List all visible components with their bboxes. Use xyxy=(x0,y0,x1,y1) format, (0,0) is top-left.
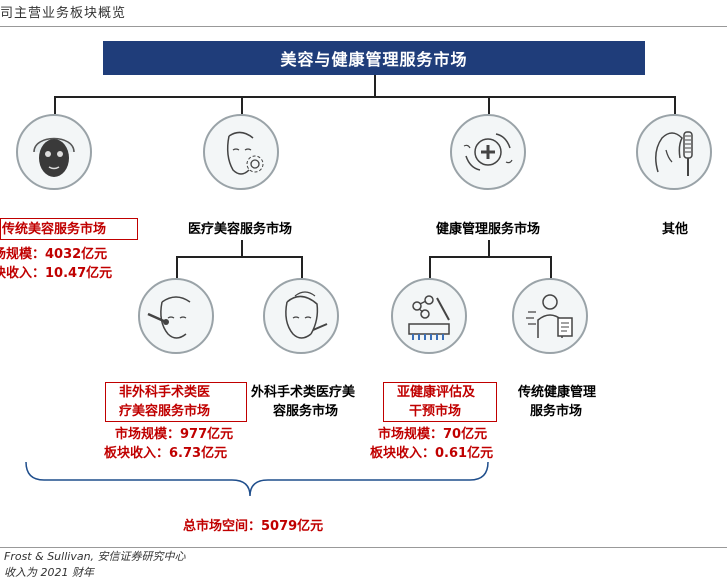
health-bar xyxy=(429,256,552,258)
hair-comb-icon xyxy=(636,114,712,190)
flower-face-icon xyxy=(203,114,279,190)
traditional-health-label-line2: 服务市场 xyxy=(530,404,583,419)
total-brace xyxy=(25,461,489,497)
source-text: Frost & Sullivan, 安信证券研究中心 xyxy=(4,550,186,563)
surgical-label-line2: 容服务市场 xyxy=(273,404,339,419)
facial-treatment-icon xyxy=(138,278,214,354)
sub-health-revenue: 板块收入：0.61亿元 xyxy=(370,446,494,461)
root-title: 美容与健康管理服务市场 xyxy=(103,41,645,75)
header-divider xyxy=(0,26,727,27)
footer-divider xyxy=(0,547,727,548)
lab-test-icon xyxy=(391,278,467,354)
medical-cross-icon xyxy=(450,114,526,190)
health-drop-1 xyxy=(429,256,431,278)
non-surgical-revenue: 板块收入：6.73亿元 xyxy=(104,446,228,461)
level1-drop-4 xyxy=(674,96,676,114)
sub-health-market-size: 市场规模：70亿元 xyxy=(378,427,488,442)
level1-drop-3 xyxy=(488,96,490,114)
category-other-label: 其他 xyxy=(662,222,689,237)
surgery-face-icon xyxy=(263,278,339,354)
non-surgical-market-size: 市场规模：977亿元 xyxy=(115,427,234,442)
sub-health-label-line2: 干预市场 xyxy=(409,404,462,419)
medical-drop-1 xyxy=(176,256,178,278)
level1-bar xyxy=(54,96,675,98)
medical-stem xyxy=(241,240,243,257)
total-market-label: 总市场空间：5079亿元 xyxy=(183,519,324,534)
face-mask-icon xyxy=(16,114,92,190)
category-medical-beauty-label: 医疗美容服务市场 xyxy=(188,222,293,237)
medical-bar xyxy=(176,256,303,258)
traditional-beauty-revenue: 板块收入：10.47亿元 xyxy=(0,266,113,281)
health-drop-2 xyxy=(550,256,552,278)
medical-drop-2 xyxy=(301,256,303,278)
root-stem xyxy=(374,75,376,97)
surgical-label-line1: 外科手术类医疗美 xyxy=(251,385,356,400)
level1-drop-1 xyxy=(54,96,56,114)
sub-health-label-line1: 亚健康评估及 xyxy=(397,385,476,400)
traditional-health-label-line1: 传统健康管理 xyxy=(518,385,597,400)
doctor-report-icon xyxy=(512,278,588,354)
non-surgical-highlight xyxy=(105,382,247,422)
non-surgical-label-line1: 非外科手术类医 xyxy=(119,385,211,400)
category-traditional-beauty-label: 传统美容服务市场 xyxy=(2,222,107,237)
sub-health-highlight xyxy=(383,382,497,422)
traditional-beauty-highlight xyxy=(0,218,138,240)
note-text: 收入为 2021 财年 xyxy=(4,566,94,579)
header-title: 司主营业务板块概览 xyxy=(0,6,127,21)
non-surgical-label-line2: 疗美容服务市场 xyxy=(119,404,211,419)
category-health-management-label: 健康管理服务市场 xyxy=(436,222,541,237)
traditional-beauty-market-size: 市场规模：4032亿元 xyxy=(0,247,108,262)
health-stem xyxy=(488,240,490,257)
level1-drop-2 xyxy=(241,96,243,114)
